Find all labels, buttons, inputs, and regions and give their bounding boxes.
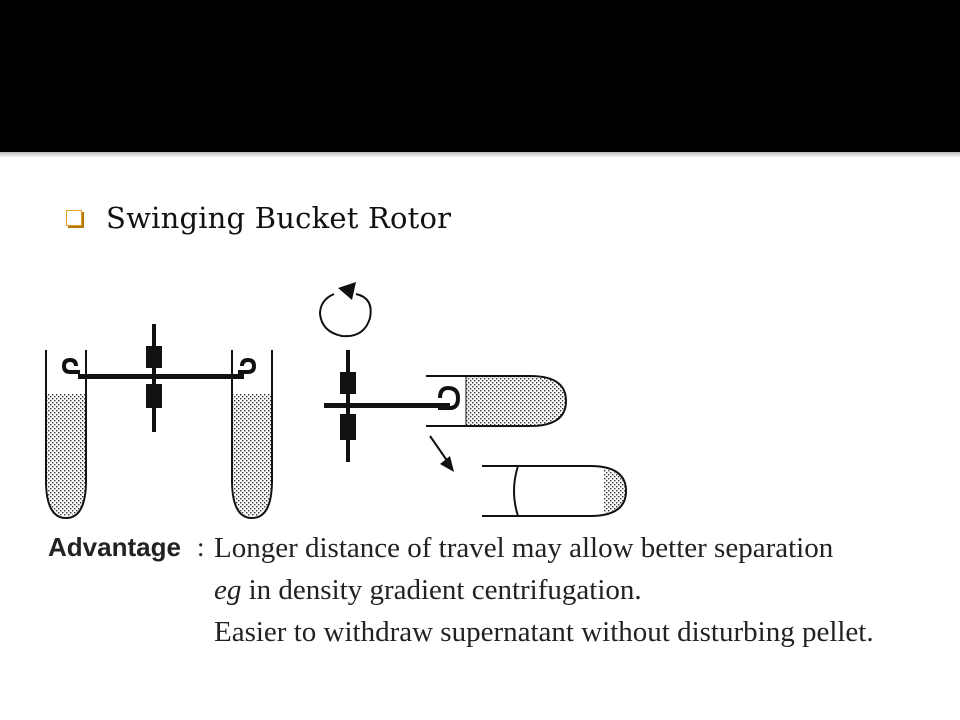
square-bullet-icon xyxy=(66,210,82,226)
left-tube xyxy=(45,350,87,520)
diagonal-arrow-icon xyxy=(429,435,454,472)
right-tube-liquid xyxy=(233,394,271,516)
right-hook xyxy=(238,357,257,374)
pellet xyxy=(604,469,625,513)
spin-hub-bottom xyxy=(340,414,356,440)
rotor-diagram xyxy=(45,282,628,520)
rotation-arrow-icon xyxy=(318,282,372,338)
rotor-hub-bottom xyxy=(146,384,162,408)
left-hook xyxy=(61,357,80,374)
advantage-colon: : xyxy=(197,532,205,562)
right-tube xyxy=(231,350,273,520)
advantage-line-2-prefix: eg xyxy=(214,574,242,606)
advantage-label: Advantage xyxy=(48,532,181,562)
spin-arm xyxy=(324,403,450,408)
bullet-item: Swinging Bucket Rotor xyxy=(66,196,451,240)
left-tube-liquid xyxy=(47,394,85,516)
spin-hook xyxy=(438,385,461,410)
title-divider xyxy=(0,152,960,157)
rotor-figure: Advantage : Longer distance of travel ma… xyxy=(38,280,958,662)
rotor-arm xyxy=(78,374,244,379)
horizontal-tube-outline xyxy=(426,375,568,427)
advantage-line-2-text: in density gradient centrifugation. xyxy=(248,574,642,606)
spin-hub-top xyxy=(340,372,356,394)
horizontal-tube-liquid xyxy=(466,377,565,425)
advantage-line-2: eg in density gradient centrifugation. xyxy=(214,574,642,607)
bullet-text: Swinging Bucket Rotor xyxy=(106,201,452,235)
title-bar xyxy=(0,0,960,152)
advantage-line-1: Longer distance of travel may allow bett… xyxy=(214,532,834,564)
advantage-line-3: Easier to withdraw supernatant without d… xyxy=(214,616,874,648)
rotor-spinning xyxy=(324,350,568,462)
rotor-shaft xyxy=(152,324,156,432)
rotor-hub-top xyxy=(146,346,162,368)
pellet-tube xyxy=(482,465,628,517)
rotor-at-rest xyxy=(45,324,273,520)
